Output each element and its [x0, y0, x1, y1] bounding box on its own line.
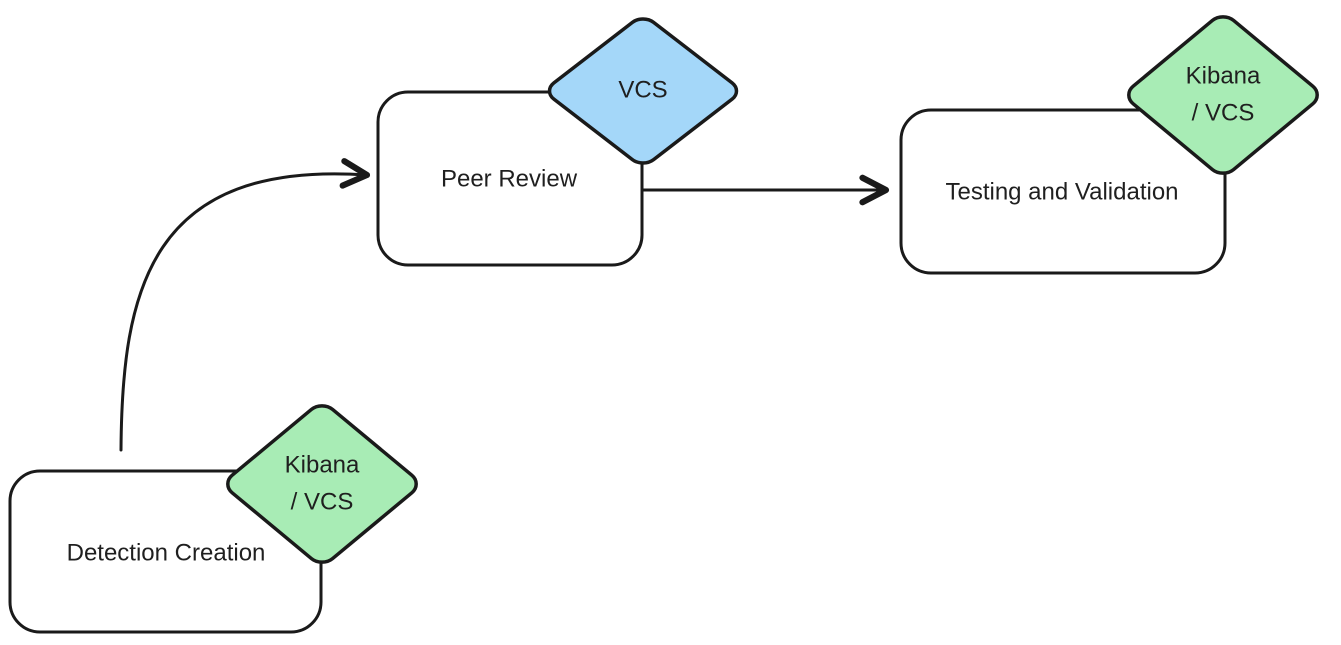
badge-kibana-vcs-testing-line1: Kibana [1186, 63, 1261, 90]
node-peer-review-box [376, 90, 644, 267]
badges-layer: Kibana / VCS VCS Kibana / VCS [222, 12, 1324, 568]
badge-kibana-vcs-detection-line1: Kibana [285, 452, 360, 479]
edges-layer [119, 158, 890, 452]
node-testing-and-validation: Testing and Validation [899, 108, 1227, 275]
edge-detection-to-peer-review [119, 158, 371, 452]
node-detection-creation-label: Detection Creation [67, 540, 266, 567]
node-peer-review-label: Peer Review [441, 166, 578, 193]
badge-kibana-vcs-detection: Kibana / VCS [222, 401, 423, 568]
badge-vcs-peer-review: VCS [543, 14, 742, 168]
badge-kibana-vcs-testing-diamond [1123, 12, 1324, 179]
badge-vcs-peer-review-line1: VCS [618, 77, 667, 104]
node-detection-creation: Detection Creation [8, 469, 323, 634]
badge-kibana-vcs-testing-line2: / VCS [1192, 100, 1255, 127]
badge-kibana-vcs-testing: Kibana / VCS [1123, 12, 1324, 179]
badge-vcs-peer-review-diamond [543, 14, 742, 168]
badge-kibana-vcs-detection-line2: / VCS [291, 489, 354, 516]
node-testing-and-validation-label: Testing and Validation [945, 179, 1178, 206]
badge-kibana-vcs-detection-diamond [222, 401, 423, 568]
node-testing-and-validation-box [899, 108, 1227, 275]
node-peer-review: Peer Review [376, 90, 644, 267]
nodes-layer: Detection Creation Peer Review Testing a… [8, 90, 1227, 634]
